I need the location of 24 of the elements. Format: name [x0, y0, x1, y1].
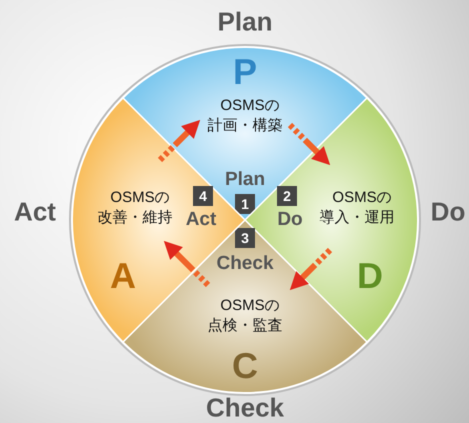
background-letter: D — [357, 255, 383, 297]
phase-heading: Act — [14, 196, 56, 228]
phase-label: Act — [186, 209, 216, 231]
step-description: OSMSの計画・構築 — [206, 96, 284, 136]
step-number: 4 — [193, 186, 213, 206]
arrow — [164, 240, 210, 288]
background-letter: C — [232, 345, 258, 387]
phase-label: Plan — [224, 169, 266, 191]
arrow — [158, 120, 200, 162]
step-description: OSMSの改善・維持 — [96, 188, 174, 228]
phase-label: Do — [277, 209, 303, 231]
phase-heading: Do — [430, 196, 466, 228]
background-letter: A — [110, 255, 136, 297]
arrow — [290, 248, 332, 290]
step-description: OSMSの点検・監査 — [206, 296, 284, 336]
step-number: 2 — [277, 186, 297, 206]
phase-heading: Check — [206, 392, 284, 423]
step-description: OSMSの導入・運用 — [318, 188, 396, 228]
arrow — [288, 122, 330, 166]
step-number: 1 — [235, 194, 255, 214]
phase-label: Check — [216, 253, 274, 275]
background-letter: P — [233, 51, 257, 93]
step-number: 3 — [235, 228, 255, 248]
phase-heading: Plan — [218, 6, 272, 38]
